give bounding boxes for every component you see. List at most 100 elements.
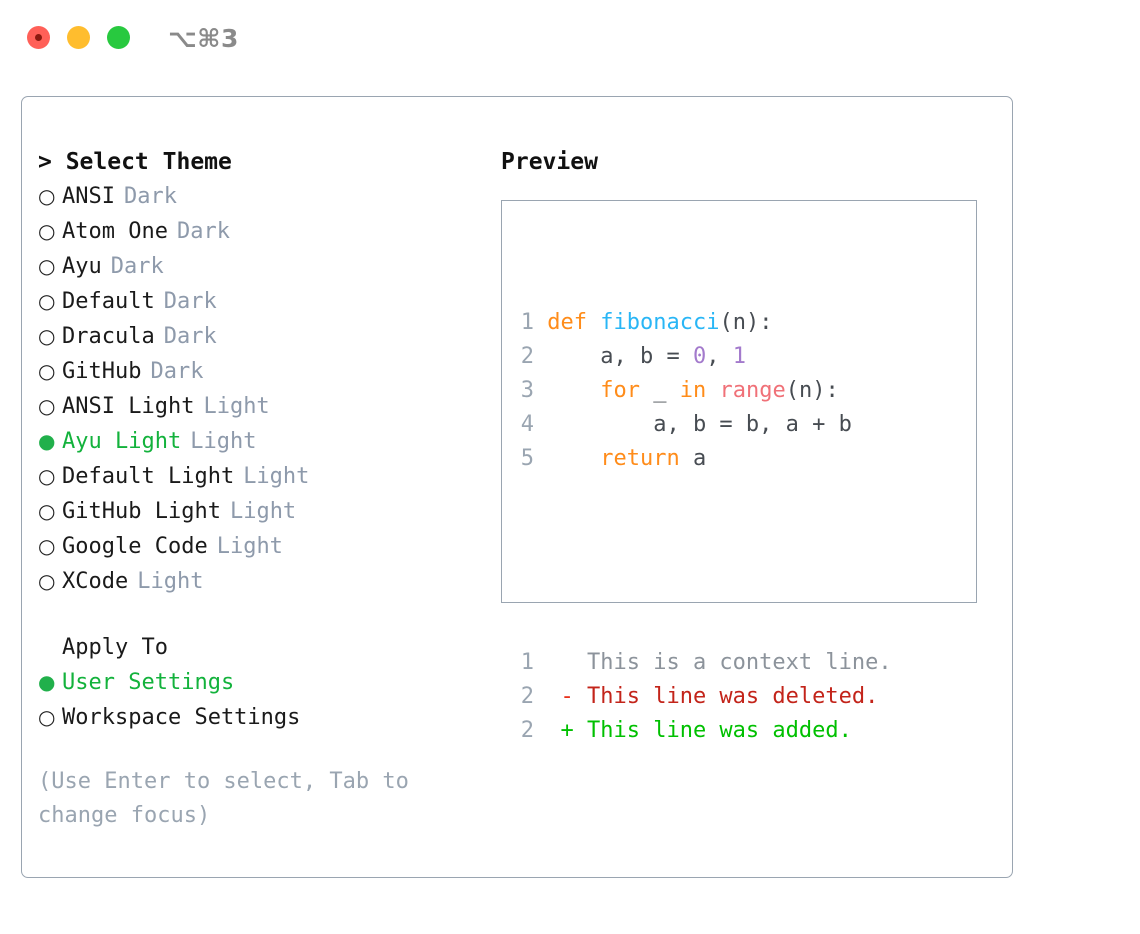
apply-to-option-label: Workspace Settings: [62, 705, 301, 730]
code-line: 4 a, b = b, a + b: [520, 408, 892, 442]
gutter-spacer: [534, 310, 547, 335]
line-number: 1: [520, 650, 534, 675]
line-number: 5: [520, 446, 534, 471]
code-token-fn: fibonacci: [600, 310, 720, 335]
theme-option-ansi-light[interactable]: ○ANSI Light Light: [38, 389, 488, 424]
theme-option-label: Default: [62, 289, 155, 314]
radio-unselected-icon: ○: [38, 534, 56, 558]
apply-to-header: Apply To: [62, 635, 168, 660]
diff-text: This line was deleted.: [586, 684, 879, 709]
theme-option-label: ANSI Light: [62, 394, 195, 419]
theme-variant-badge: Dark: [110, 254, 164, 279]
theme-option-xcode[interactable]: ○XCode Light: [38, 564, 488, 599]
apply-to-option-user-settings[interactable]: ●User Settings: [38, 665, 488, 700]
code-token-num: 0: [692, 344, 707, 369]
minimize-window-button[interactable]: [67, 26, 90, 49]
theme-option-atom-one[interactable]: ○Atom One Dark: [38, 214, 488, 249]
theme-variant-badge: Dark: [123, 184, 177, 209]
gutter-spacer: [534, 378, 547, 403]
radio-unselected-icon: ○: [38, 499, 56, 523]
theme-option-ansi[interactable]: ○ANSI Dark: [38, 179, 488, 214]
line-number: 4: [520, 412, 534, 437]
code-line: 3 for _ in range(n):: [520, 374, 892, 408]
radio-unselected-icon: ○: [38, 219, 56, 243]
code-token-kw: for: [600, 378, 640, 403]
theme-option-label: ANSI: [62, 184, 115, 209]
code-token-plain: a: [679, 446, 707, 471]
theme-variant-badge: Light: [216, 534, 283, 559]
code-token-plain: _: [639, 378, 680, 403]
code-token-plain: a, b =: [547, 344, 693, 369]
close-window-button[interactable]: [27, 26, 50, 49]
theme-option-label: GitHub Light: [62, 499, 221, 524]
code-token-plain: [547, 378, 600, 403]
line-number: 2: [520, 344, 534, 369]
gutter-spacer: [534, 412, 547, 437]
code-token-plain: [587, 310, 600, 335]
code-token-kw: in: [679, 378, 707, 403]
section-spacer: [38, 599, 488, 631]
radio-unselected-icon: ○: [38, 464, 56, 488]
radio-unselected-icon: ○: [38, 394, 56, 418]
theme-option-label: Atom One: [62, 219, 168, 244]
radio-unselected-icon: ○: [38, 324, 56, 348]
title-bar: ⌥⌘3: [0, 0, 1140, 78]
theme-option-label: XCode: [62, 569, 129, 594]
select-theme-header: > Select Theme: [38, 149, 232, 175]
traffic-lights: [27, 26, 130, 49]
theme-variant-badge: Light: [243, 464, 310, 489]
maximize-window-button[interactable]: [107, 26, 130, 49]
theme-option-ayu[interactable]: ○Ayu Dark: [38, 249, 488, 284]
code-token-plain: ,: [706, 344, 733, 369]
code-line: 2 a, b = 0, 1: [520, 340, 892, 374]
theme-option-label: Ayu Light: [62, 429, 182, 454]
radio-unselected-icon: ○: [38, 359, 56, 383]
code-line: 5 return a: [520, 442, 892, 476]
line-number: 1: [520, 310, 534, 335]
theme-option-google-code[interactable]: ○Google Code Light: [38, 529, 488, 564]
theme-option-label: GitHub: [62, 359, 142, 384]
theme-option-label: Dracula: [62, 324, 155, 349]
radio-unselected-icon: ○: [38, 254, 56, 278]
theme-variant-badge: Light: [203, 394, 270, 419]
code-token-call: range: [719, 378, 786, 403]
keyboard-hint-text: (Use Enter to select, Tab to change focu…: [38, 769, 423, 828]
code-line: 1 def fibonacci(n):: [520, 306, 892, 340]
code-token-kw: def: [547, 310, 587, 335]
apply-to-option-label: User Settings: [62, 670, 235, 695]
apply-to-list[interactable]: ●User Settings○Workspace Settings: [38, 665, 488, 735]
radio-unselected-icon: ○: [38, 289, 56, 313]
apply-to-option-workspace-settings[interactable]: ○Workspace Settings: [38, 700, 488, 735]
preview-header: Preview: [501, 149, 598, 175]
theme-variant-badge: Light: [137, 569, 204, 594]
code-token-kw: return: [600, 446, 680, 471]
radio-unselected-icon: ○: [38, 569, 56, 593]
diff-text: This is a context line.: [586, 650, 892, 675]
diff-marker: +: [534, 718, 587, 743]
code-token-plain: a, b = b, a + b: [547, 412, 852, 437]
line-number: 3: [520, 378, 534, 403]
keyboard-shortcut-label: ⌥⌘3: [168, 24, 239, 53]
theme-variant-badge: Dark: [176, 219, 230, 244]
code-token-plain: [547, 446, 600, 471]
preview-column: Preview 1 def fibonacci(n):2 a, b = 0, 1…: [501, 145, 1001, 743]
theme-option-label: Google Code: [62, 534, 208, 559]
theme-option-label: Ayu: [62, 254, 102, 279]
code-token-plain: (n):: [785, 378, 839, 403]
radio-unselected-icon: ○: [38, 184, 56, 208]
diff-marker: -: [534, 684, 587, 709]
diff-marker: [534, 650, 587, 675]
theme-variant-badge: Light: [190, 429, 257, 454]
